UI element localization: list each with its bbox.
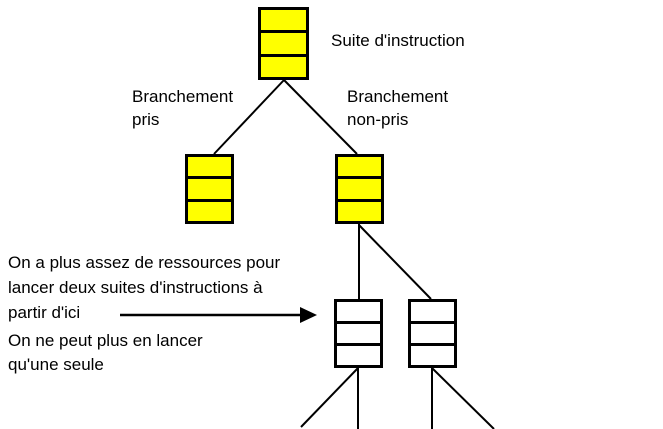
instruction-cell [261, 53, 306, 77]
node-speculative-suite-right [408, 299, 457, 368]
instruction-cell [261, 30, 306, 53]
instruction-cell [188, 157, 231, 176]
node-root-instruction-suite [258, 7, 309, 80]
branch-taken-label: Branchement pris [132, 87, 234, 129]
instruction-cell [188, 198, 231, 221]
edge-not-taken-to-right-white [358, 224, 432, 300]
instruction-cell [411, 343, 454, 365]
instruction-cell [411, 302, 454, 321]
edge-root-to-not-taken [283, 79, 358, 155]
instruction-cell [338, 176, 381, 198]
edge-right-white-fanout-diagonal [431, 367, 495, 429]
instruction-cell [337, 343, 380, 365]
node-branch-not-taken-suite [335, 154, 384, 224]
node-branch-taken-suite [185, 154, 234, 224]
instruction-cell [338, 157, 381, 176]
instruction-cell [338, 198, 381, 221]
instruction-cell [337, 302, 380, 321]
instruction-cell [188, 176, 231, 198]
instruction-cell [411, 321, 454, 343]
branch-not-taken-label: Branchement non-pris [347, 87, 449, 129]
root-suite-label: Suite d'instruction [331, 31, 465, 50]
annotation-no-resources: On a plus assez de ressources pour lance… [8, 253, 281, 322]
edge-left-white-fanout-diagonal [300, 367, 359, 428]
instruction-cell [337, 321, 380, 343]
annotation-single-launch: On ne peut plus en lancer qu'une seule [8, 331, 203, 374]
node-speculative-suite-left [334, 299, 383, 368]
edge-root-to-taken [213, 79, 285, 155]
annotation-arrow-right-icon [120, 307, 317, 323]
instruction-cell [261, 10, 306, 30]
